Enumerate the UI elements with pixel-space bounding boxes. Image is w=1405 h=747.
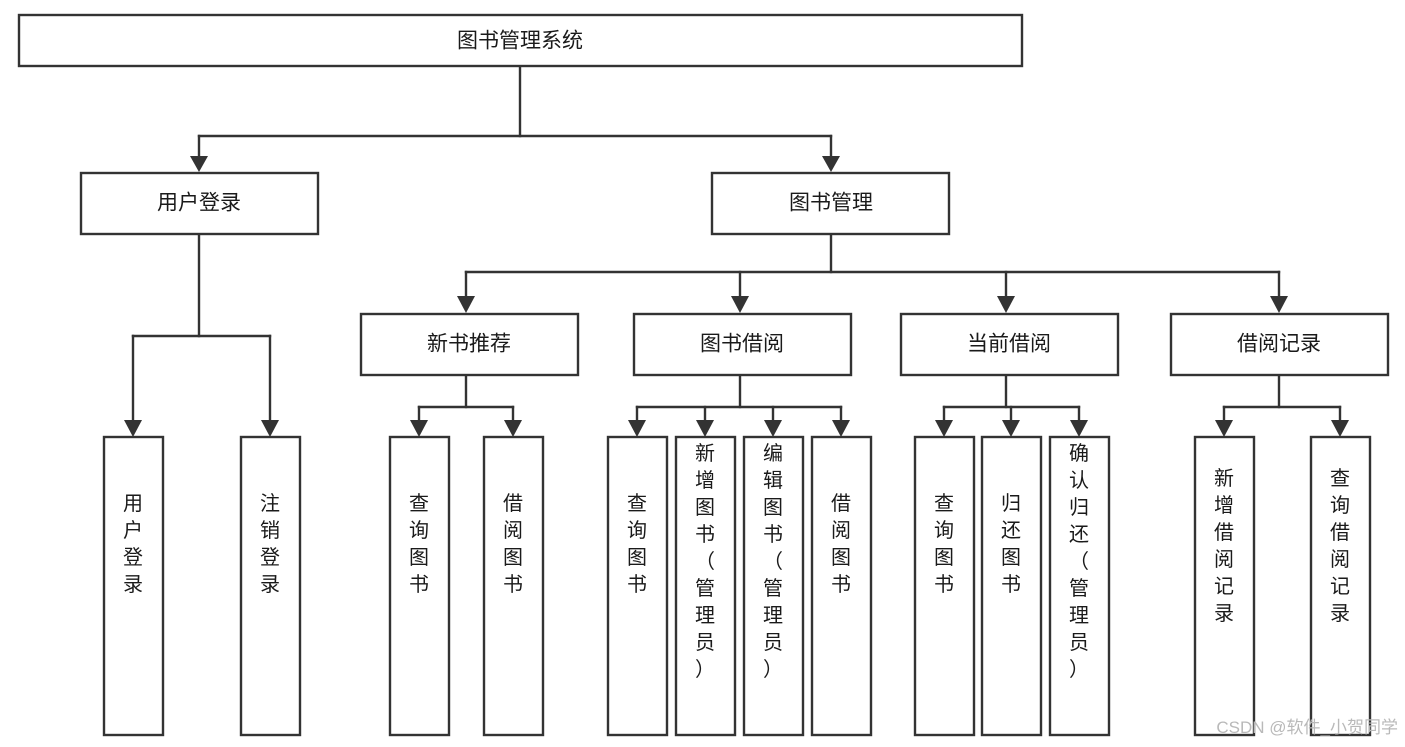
arrowhead-leaf-logout-login: [261, 420, 279, 437]
node-leaf-query-book-3[interactable]: 查询图书: [913, 435, 976, 737]
node-book-manage-label: 图书管理: [789, 192, 873, 215]
node-borrow-record-box[interactable]: [1169, 312, 1390, 377]
node-leaf-query-record[interactable]: 查询借阅记录: [1309, 435, 1372, 737]
node-leaf-borrow-book-1-box[interactable]: [482, 435, 545, 737]
node-leaf-confirm-return-label: 确认归还（管理员）: [1069, 442, 1089, 681]
node-leaf-query-book-2-box[interactable]: [606, 435, 669, 737]
node-leaf-edit-book[interactable]: 编辑图书（管理员）: [742, 435, 805, 737]
node-leaf-edit-book-box[interactable]: [742, 435, 805, 737]
node-new-book-recommend-box[interactable]: [359, 312, 580, 377]
node-current-borrow[interactable]: 当前借阅: [899, 312, 1120, 377]
node-leaf-return-book[interactable]: 归还图书: [980, 435, 1043, 737]
node-leaf-query-book-2-label: 查询图书: [627, 492, 647, 596]
node-leaf-query-book-3-label: 查询图书: [934, 492, 954, 596]
node-borrow-record[interactable]: 借阅记录: [1169, 312, 1390, 377]
node-user-login[interactable]: 用户登录: [79, 171, 320, 236]
node-book-borrow-box[interactable]: [632, 312, 853, 377]
node-leaf-logout-login-label: 注销登录: [260, 492, 280, 596]
node-leaf-borrow-book-2[interactable]: 借阅图书: [810, 435, 873, 737]
node-user-login-label: 用户登录: [157, 192, 241, 215]
arrowhead-book-manage: [822, 156, 840, 172]
arrowhead-leaf-borrow-book-2: [832, 420, 850, 437]
node-leaf-logout-login-box[interactable]: [239, 435, 302, 737]
node-leaf-user-login-label: 用户登录: [123, 493, 143, 596]
node-leaf-query-book-1-box[interactable]: [388, 435, 451, 737]
arrowhead-new-book-recommend: [457, 296, 475, 313]
node-book-borrow[interactable]: 图书借阅: [632, 312, 853, 377]
arrowhead-leaf-return-book: [1002, 420, 1020, 437]
arrowhead-leaf-query-record: [1331, 420, 1349, 437]
node-leaf-query-book-2[interactable]: 查询图书: [606, 435, 669, 737]
node-leaf-add-record-label: 新增借阅记录: [1214, 467, 1234, 625]
node-leaf-add-book[interactable]: 新增图书（管理员）: [674, 435, 737, 737]
node-leaf-query-book-1-label: 查询图书: [409, 492, 429, 596]
node-borrow-record-label: 借阅记录: [1237, 333, 1321, 356]
node-leaf-confirm-return[interactable]: 确认归还（管理员）: [1048, 435, 1111, 737]
node-leaf-query-book-3-box[interactable]: [913, 435, 976, 737]
arrowhead-leaf-confirm-return: [1070, 420, 1088, 437]
arrowhead-leaf-add-book: [696, 420, 714, 437]
node-leaf-confirm-return-box[interactable]: [1048, 435, 1111, 737]
node-root-label: 图书管理系统: [457, 30, 583, 53]
node-leaf-query-record-label: 查询借阅记录: [1330, 467, 1350, 625]
node-leaf-borrow-book-2-label: 借阅图书: [831, 492, 851, 596]
arrowhead-leaf-query-book-1: [410, 420, 428, 437]
arrowhead-leaf-query-book-3: [935, 420, 953, 437]
node-user-login-box[interactable]: [79, 171, 320, 236]
node-leaf-user-login-box[interactable]: [102, 435, 165, 737]
node-book-borrow-label: 图书借阅: [700, 333, 784, 356]
node-root-box[interactable]: [17, 13, 1024, 68]
node-leaf-add-record-box[interactable]: [1193, 435, 1256, 737]
node-current-borrow-label: 当前借阅: [967, 333, 1051, 356]
node-new-book-recommend-label: 新书推荐: [427, 333, 511, 356]
arrowhead-current-borrow: [997, 296, 1015, 313]
connector-layer: [124, 64, 1349, 437]
node-root[interactable]: 图书管理系统: [17, 13, 1024, 68]
node-leaf-borrow-book-1[interactable]: 借阅图书: [482, 435, 545, 737]
node-leaf-query-record-box[interactable]: [1309, 435, 1372, 737]
arrowhead-user-login: [190, 156, 208, 172]
arrowhead-leaf-borrow-book-1: [504, 420, 522, 437]
node-leaf-borrow-book-1-label: 借阅图书: [503, 492, 523, 596]
csdn-watermark: CSDN @软件_小贺同学: [1216, 718, 1398, 737]
node-leaf-add-record[interactable]: 新增借阅记录: [1193, 435, 1256, 737]
node-leaf-add-book-label: 新增图书（管理员）: [695, 442, 715, 681]
node-book-manage[interactable]: 图书管理: [710, 171, 951, 236]
node-leaf-return-book-label: 归还图书: [1001, 492, 1021, 596]
node-leaf-logout-login[interactable]: 注销登录: [239, 435, 302, 737]
arrowhead-leaf-user-login: [124, 420, 142, 437]
arrowhead-book-borrow: [731, 296, 749, 313]
node-current-borrow-box[interactable]: [899, 312, 1120, 377]
node-leaf-user-login[interactable]: 用户登录: [102, 435, 165, 737]
node-leaf-query-book-1[interactable]: 查询图书: [388, 435, 451, 737]
node-leaf-return-book-box[interactable]: [980, 435, 1043, 737]
node-leaf-edit-book-label: 编辑图书（管理员）: [763, 442, 783, 681]
node-new-book-recommend[interactable]: 新书推荐: [359, 312, 580, 377]
node-leaf-borrow-book-2-box[interactable]: [810, 435, 873, 737]
node-leaf-add-book-box[interactable]: [674, 435, 737, 737]
node-book-manage-box[interactable]: [710, 171, 951, 236]
arrowhead-borrow-record: [1270, 296, 1288, 313]
arrowhead-leaf-add-record: [1215, 420, 1233, 437]
arrowhead-leaf-edit-book: [764, 420, 782, 437]
arrowhead-leaf-query-book-2: [628, 420, 646, 437]
